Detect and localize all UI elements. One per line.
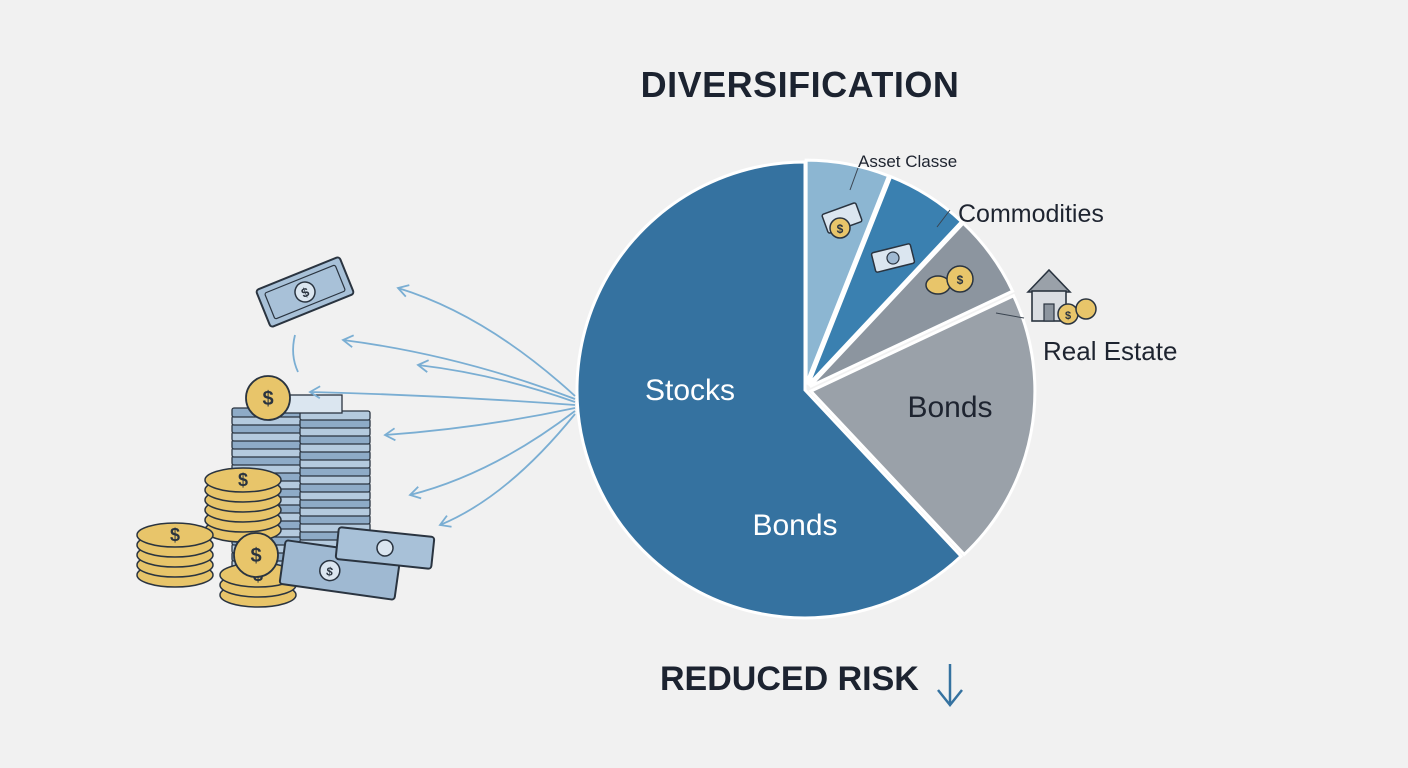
leader-line xyxy=(995,312,1025,319)
svg-text:$: $ xyxy=(325,564,334,579)
dollar-coin-icon: $ xyxy=(821,202,863,239)
pie-slice-stocks xyxy=(575,160,964,620)
coin-symbol: $ xyxy=(262,388,273,410)
spread-arrows xyxy=(292,284,576,528)
arrow-head xyxy=(341,334,355,348)
coin-symbol: $ xyxy=(170,525,180,545)
coin-stack-icon: $ xyxy=(925,265,974,295)
arrow-head xyxy=(396,284,410,298)
arrow-head xyxy=(383,427,396,442)
coin-symbol: $ xyxy=(250,545,261,567)
svg-text:$: $ xyxy=(837,222,844,236)
dollar-coin-icon xyxy=(233,532,279,578)
leader-line xyxy=(936,209,951,228)
leader-line xyxy=(849,167,859,191)
pie-slice-real-estate xyxy=(808,221,1015,388)
svg-text:$: $ xyxy=(957,273,964,287)
pie-slice-bonds xyxy=(808,293,1037,557)
slice-label-stocks: Stocks xyxy=(645,374,735,407)
house-icon: $ xyxy=(1026,268,1097,325)
money-bill-icon xyxy=(870,243,916,273)
coin xyxy=(136,522,214,548)
coin xyxy=(204,467,282,493)
arrow-head xyxy=(408,486,422,500)
spread-arrow xyxy=(292,334,299,373)
spread-arrow xyxy=(342,339,576,400)
coin-symbol: $ xyxy=(238,470,248,490)
svg-text:$: $ xyxy=(1065,310,1071,322)
spread-arrow xyxy=(397,287,576,397)
slice-label-asset-classe: Asset Classe xyxy=(858,152,957,171)
spread-arrow xyxy=(409,410,576,496)
arrow-head xyxy=(416,359,430,373)
money-bills-icon: $ $$$$$ $ xyxy=(136,256,436,608)
pie-slice-commodities xyxy=(806,174,964,386)
slice-label-commodities: Commodities xyxy=(958,200,1104,228)
footer-text: REDUCED RISK xyxy=(660,660,919,698)
dollar-coin-icon xyxy=(245,375,291,421)
slice-label-real-estate: Real Estate xyxy=(1043,336,1177,366)
spread-arrow xyxy=(309,391,576,406)
arrow-head xyxy=(308,385,321,400)
slice-label-bonds: Bonds xyxy=(907,391,992,424)
spread-arrow xyxy=(384,407,576,436)
down-arrow-icon xyxy=(937,664,963,708)
chart-title: DIVERSIFICATION xyxy=(640,64,960,105)
spread-arrow xyxy=(417,364,576,403)
slice-label-bonds-inner: Bonds xyxy=(752,509,837,542)
spread-arrow xyxy=(439,413,576,526)
arrow-head xyxy=(438,515,452,528)
